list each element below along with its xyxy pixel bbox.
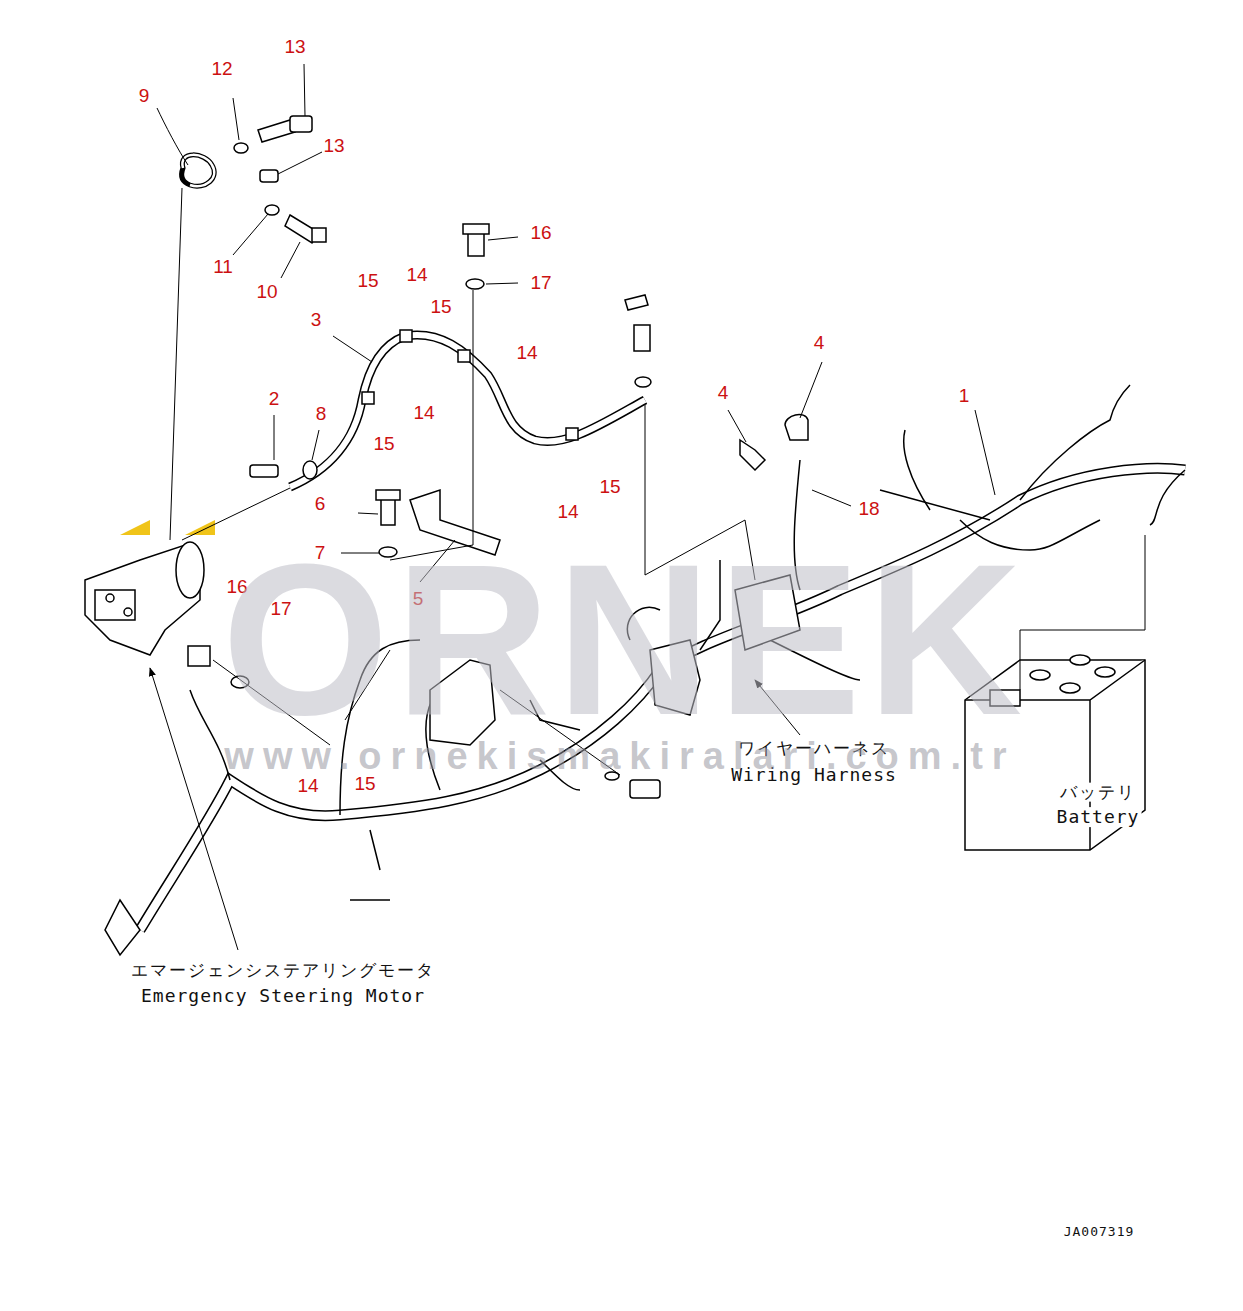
callout-number: 16 (530, 223, 551, 244)
leader-lines-part (157, 108, 188, 165)
leader-lines-part (281, 242, 300, 278)
callout-number: 10 (256, 282, 277, 303)
cable-parts-part (634, 325, 650, 351)
emergency-steering-motor (85, 542, 204, 655)
wiring-harness-part (140, 468, 1185, 930)
callout-number: 8 (316, 404, 327, 425)
callout-number: 1 (959, 386, 970, 407)
leader-lines-part (486, 283, 518, 284)
callout-number: 17 (530, 273, 551, 294)
cable-parts-part (625, 295, 648, 310)
cable-parts-part (566, 428, 578, 440)
cable-parts-part (188, 646, 210, 666)
callout-number: 14 (413, 403, 434, 424)
leader-lines-part (812, 490, 851, 506)
cable-parts-part (463, 224, 489, 234)
battery-part (1030, 670, 1050, 680)
callout-number: 6 (315, 494, 326, 515)
wiring-harness (105, 385, 1185, 955)
cable-parts-part (630, 780, 660, 798)
part-label: バッテリ (1058, 783, 1138, 802)
emergency-steering-motor-part (95, 590, 135, 620)
wiring-harness-part (1020, 385, 1130, 500)
cable-parts-part (312, 228, 326, 242)
cable-parts-part (290, 335, 645, 487)
leader-lines (150, 64, 1145, 950)
callout-number: 12 (211, 59, 232, 80)
leader-lines-part (728, 410, 746, 442)
cable-parts-part (290, 116, 312, 132)
leader-lines-part (1020, 535, 1145, 690)
cable-parts-part (466, 279, 484, 289)
watermark-accent (120, 520, 215, 535)
leader-lines-part (170, 188, 182, 540)
cable-parts-part (234, 143, 248, 153)
emergency-steering-motor-part (176, 542, 204, 598)
callout-number: 18 (858, 499, 879, 520)
leader-lines-part (800, 362, 822, 418)
battery-part (1070, 655, 1090, 665)
callout-number: 13 (323, 136, 344, 157)
leader-lines-part (975, 410, 995, 495)
cable-parts-part (785, 415, 808, 440)
part-label: Emergency Steering Motor (139, 986, 427, 1006)
wiring-harness-part (1150, 470, 1185, 525)
leader-lines-part (304, 64, 305, 116)
cable-parts-part (303, 461, 317, 479)
callout-number: 14 (516, 343, 537, 364)
callout-number: 15 (430, 297, 451, 318)
callout-number: 15 (599, 477, 620, 498)
cable-parts-part (265, 205, 279, 215)
watermark-accent-part (120, 520, 215, 535)
cable-parts-part (740, 440, 765, 470)
cable-parts-part (260, 170, 278, 182)
callout-number: 14 (297, 776, 318, 797)
emergency-steering-motor-part (124, 608, 132, 616)
leader-lines-part (488, 237, 518, 240)
leader-lines-part (233, 98, 239, 140)
cable-parts-part (458, 350, 470, 362)
leader-lines-part (358, 513, 378, 514)
callout-number: 3 (311, 310, 322, 331)
part-label: エマージェンシステアリングモータ (129, 961, 437, 980)
leader-lines-part (390, 290, 473, 560)
callout-number: 11 (213, 257, 233, 278)
leader-lines-part (312, 430, 319, 460)
battery-part (1095, 667, 1115, 677)
watermark: ORNEK (222, 522, 1028, 759)
cable-parts-part (400, 330, 412, 342)
callout-number: 4 (814, 333, 825, 354)
leader-lines-part (233, 214, 268, 255)
cable-parts-part (182, 155, 214, 186)
callout-number: 13 (284, 37, 305, 58)
leader-lines-part (274, 415, 275, 460)
callout-number: 15 (357, 271, 378, 292)
wiring-harness-part (140, 468, 1185, 930)
cable-parts-part (250, 465, 278, 477)
drawing-number: JA007319 (1064, 1225, 1135, 1239)
leader-lines-part (278, 152, 322, 174)
wiring-harness-part (105, 900, 140, 955)
emergency-steering-motor-part (106, 594, 114, 602)
cable-parts-part (290, 335, 645, 487)
callout-number: 4 (718, 383, 729, 404)
callout-number: 15 (373, 434, 394, 455)
watermark-url: www.ornekismakiralari.com.tr (224, 736, 1015, 778)
cable-parts-part (182, 155, 215, 186)
callout-number: 2 (269, 389, 280, 410)
callout-number: 14 (406, 265, 427, 286)
callout-number: 9 (139, 86, 150, 107)
wiring-harness-part (350, 830, 390, 900)
wiring-harness-part (880, 490, 990, 520)
cable-parts-part (635, 377, 651, 387)
battery-part (1060, 683, 1080, 693)
cable-parts-part (376, 490, 400, 500)
cable-parts-part (362, 392, 374, 404)
callout-number: 14 (557, 502, 578, 523)
part-label: Battery (1055, 807, 1142, 827)
leader-lines-part (333, 336, 372, 362)
